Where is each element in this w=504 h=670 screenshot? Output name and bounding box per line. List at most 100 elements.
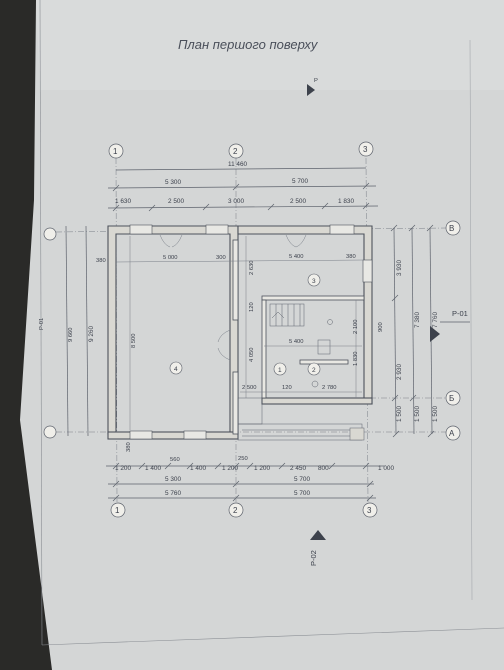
dim-interior-120-a: 120 [249, 302, 255, 312]
dim-bottom-250: 250 [238, 456, 248, 462]
interior-wall-room-3 [261, 295, 365, 301]
window-top-left [129, 224, 153, 235]
axis-marker-right-A [445, 425, 461, 441]
dim-top-row2-a: 1 630 [115, 198, 131, 205]
dim-top-row2-b: 2 500 [168, 198, 184, 205]
dim-interior-4050: 4 050 [249, 347, 255, 362]
window-top-right [329, 224, 355, 235]
dim-bottom-800: 800 [318, 465, 329, 472]
dim-interior-380-b: 380 [346, 254, 356, 260]
stair-icon [269, 303, 305, 327]
dim-interior-380-c: 380 [126, 442, 132, 452]
axis-label-right-A: А [449, 429, 455, 438]
dim-interior-8500: 8 500 [131, 333, 137, 348]
dim-interior-2500: 2 500 [242, 385, 257, 391]
axis-label-right-Б: Б [449, 394, 454, 403]
bath-fixture-icon [317, 339, 331, 355]
dim-bottom-560: 560 [170, 457, 180, 463]
dim-interior-row-top [115, 259, 365, 263]
dim-line-right-row2 [411, 227, 415, 435]
dim-top-row2-c: 3 000 [228, 198, 244, 205]
dim-interior-1830: 1 830 [353, 351, 359, 366]
axis-marker-top-1 [108, 143, 124, 159]
section-arrow-bottom-icon [310, 530, 326, 540]
dim-interior-2630: 2 630 [249, 260, 255, 275]
axis-label-bottom-1: 1 [115, 506, 120, 515]
dim-interior-5000: 5 000 [163, 255, 178, 261]
door-swing-top-left [159, 234, 183, 248]
dim-top-row1-a: 5 300 [165, 179, 181, 186]
axis-marker-left-B [43, 227, 57, 241]
sheet-border-bottom [41, 627, 504, 646]
axis-label-top-1: 1 [113, 147, 118, 156]
door-swing-top-right [285, 234, 307, 248]
dim-interior-5400-b: 5 400 [289, 339, 304, 345]
dim-top-row2-d: 2 500 [290, 198, 306, 205]
axis-marker-top-3 [358, 141, 374, 157]
dim-right-1500-b: 1 500 [414, 406, 421, 422]
window-top-mid [205, 224, 229, 235]
axis-marker-bottom-2 [228, 502, 244, 518]
door-swing-hall [217, 329, 231, 361]
room-marker-4 [169, 361, 183, 375]
north-arrow-icon [307, 84, 315, 96]
dim-top-row2-e: 1 830 [338, 198, 354, 205]
exterior-wall-right-bottom [261, 397, 373, 405]
toilet-icon [311, 380, 319, 388]
room-number-2: 2 [312, 367, 316, 374]
dim-interior-900: 900 [378, 322, 384, 332]
dim-bottom-1400-b: 1 400 [190, 465, 206, 472]
dim-top-row1-b: 5 700 [292, 178, 308, 185]
dim-bottom-2450: 2 450 [290, 465, 306, 472]
dim-line-right-row1 [393, 227, 397, 435]
section-label-right: Р-01 [452, 309, 468, 318]
interior-wall-axis-2-lower [232, 371, 239, 435]
drawing-title: План першого поверху [178, 37, 319, 52]
room-number-3: 3 [312, 278, 316, 285]
section-label-bottom: Р-02 [309, 550, 318, 566]
dim-right-7760: 7 760 [432, 312, 439, 328]
dim-ticks-bottom [112, 462, 374, 502]
axis-marker-left-A [43, 425, 57, 439]
dim-bottom-1200-b: 1 200 [222, 465, 238, 472]
dim-bottom-row2-a: 5 300 [165, 476, 181, 483]
dim-right-7380: 7 380 [414, 312, 421, 328]
dim-interior-300: 300 [216, 255, 226, 261]
entrance-steps [237, 397, 365, 441]
north-label: Р [314, 78, 318, 84]
axis-label-right-B: В [449, 224, 454, 233]
dim-ticks-top [112, 182, 370, 212]
room-marker-1 [273, 362, 287, 376]
dim-bottom-1400-a: 1 400 [145, 465, 161, 472]
dim-line-left-total [85, 225, 89, 437]
room-marker-3 [307, 273, 321, 287]
axis-marker-bottom-1 [110, 502, 126, 518]
dim-bottom-1000: 1 000 [378, 465, 394, 472]
dim-line-left-outer [65, 225, 69, 437]
axis-marker-bottom-3 [362, 502, 378, 518]
sheet-frame-right [469, 39, 473, 601]
dim-right-1500-a: 1 500 [396, 406, 403, 422]
interior-wall-bath [299, 359, 349, 365]
dim-top-total: 11 460 [228, 161, 248, 168]
dim-line-top-total [115, 167, 367, 171]
dim-bottom-1200-c: 1 200 [254, 465, 270, 472]
sink-icon [327, 319, 333, 325]
section-label-left: Р-01 [39, 318, 45, 330]
axis-label-top-2: 2 [233, 147, 238, 156]
paper-shading [36, 0, 504, 90]
window-bottom-mid [183, 430, 207, 440]
dim-line-top-row1 [107, 185, 377, 189]
room-number-4: 4 [174, 366, 178, 373]
dim-interior-2780: 2 780 [322, 385, 337, 391]
room-number-1: 1 [278, 367, 282, 374]
dim-right-3930: 3 930 [396, 260, 403, 276]
interior-wall-axis-2 [232, 239, 239, 321]
dim-interior-2100: 2 100 [353, 319, 359, 334]
dim-line-top-row2 [107, 205, 379, 209]
dim-ticks-right [390, 224, 435, 438]
axis-marker-right-B [445, 220, 461, 236]
axis-label-bottom-2: 2 [233, 506, 238, 515]
